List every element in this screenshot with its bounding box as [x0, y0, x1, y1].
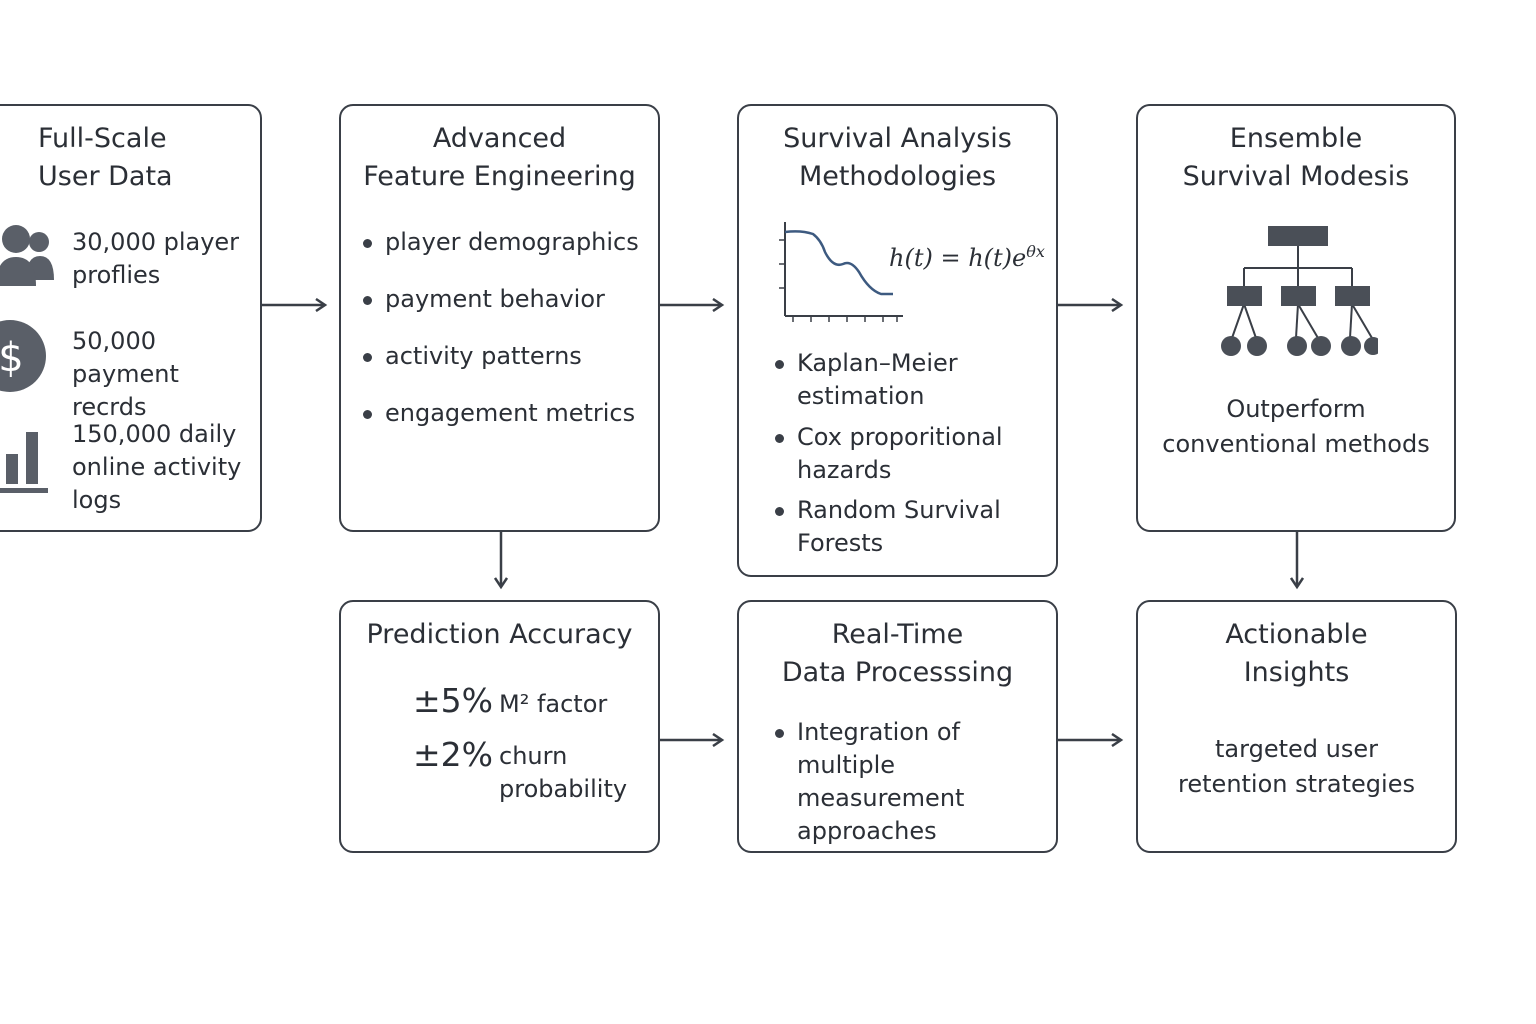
- accuracy-value-m2: ±5%: [413, 681, 494, 720]
- bullet: [775, 434, 784, 443]
- bar-chart-icon: [0, 432, 48, 493]
- accuracy-value-churn: ±2%: [413, 735, 494, 774]
- survival-curve-icon: [779, 222, 903, 322]
- user-data-title: Full-Scale User Data: [38, 123, 173, 192]
- feature-engineering-title: Advanced Feature Engineering: [363, 123, 636, 192]
- user-data-item-payments: 50,000 payment recrds: [72, 327, 179, 421]
- user-data-box: Full-Scale User Data 30,000 player profl…: [0, 104, 262, 532]
- hazard-formula-exponent: θx: [1026, 242, 1045, 261]
- hazard-formula-base: h(t) = h(t)e: [889, 244, 1027, 272]
- bullet: [775, 360, 784, 369]
- feature-item: engagement metrics: [385, 399, 636, 427]
- realtime-item: Integration of multiple measurement appr…: [797, 718, 965, 845]
- bullet: [363, 239, 372, 248]
- survival-analysis-title: Survival Analysis Methodologies: [783, 123, 1012, 192]
- users-icon: [0, 225, 54, 286]
- feature-item: activity patterns: [385, 342, 582, 370]
- feature-engineering-box: Advanced Feature Engineering player demo…: [339, 104, 660, 532]
- survival-analysis-box: Survival Analysis Methodologies h(t) = h…: [737, 104, 1058, 577]
- ensemble-text: Outperform conventional methods: [1162, 395, 1430, 458]
- hazard-formula: h(t) = h(t)eθx: [889, 242, 1045, 272]
- bullet: [775, 507, 784, 516]
- prediction-accuracy-title: Prediction Accuracy: [366, 619, 633, 650]
- insights-title: Actionable Insights: [1225, 619, 1368, 688]
- feature-item: player demographics: [385, 228, 639, 256]
- realtime-box: Real-Time Data Processsing Integration o…: [737, 600, 1058, 853]
- accuracy-label-churn: churn probability: [499, 742, 628, 803]
- ensemble-tree-icon: [1221, 226, 1378, 356]
- bullet: [363, 296, 372, 305]
- dollar-coin-icon: $: [0, 320, 46, 392]
- bullet: [363, 353, 372, 362]
- ensemble-title: Ensemble Survival Modesis: [1182, 123, 1410, 192]
- survival-method-cox: Cox proporitional hazards: [797, 423, 1003, 484]
- prediction-accuracy-box: Prediction Accuracy ±5% M² factor ±2% ch…: [339, 600, 660, 853]
- survival-method-random-forests: Random Survival Forests: [797, 496, 1001, 557]
- user-data-item-activity: 150,000 daily online activity logs: [72, 420, 242, 514]
- realtime-title: Real-Time Data Processsing: [781, 619, 1014, 688]
- bullet: [363, 410, 372, 419]
- svg-text:$: $: [0, 335, 24, 381]
- insights-text: targeted user retention strategies: [1178, 735, 1415, 798]
- bullet: [775, 729, 784, 738]
- insights-box: Actionable Insights targeted user retent…: [1136, 600, 1457, 853]
- survival-method-kaplan-meier: Kaplan–Meier estimation: [797, 349, 958, 410]
- accuracy-label-m2: M² factor: [499, 690, 608, 718]
- user-data-item-profiles: 30,000 player proflies: [72, 228, 240, 289]
- ensemble-box: Ensemble Survival Modesis Outperform con…: [1136, 104, 1456, 532]
- feature-item: payment behavior: [385, 285, 605, 313]
